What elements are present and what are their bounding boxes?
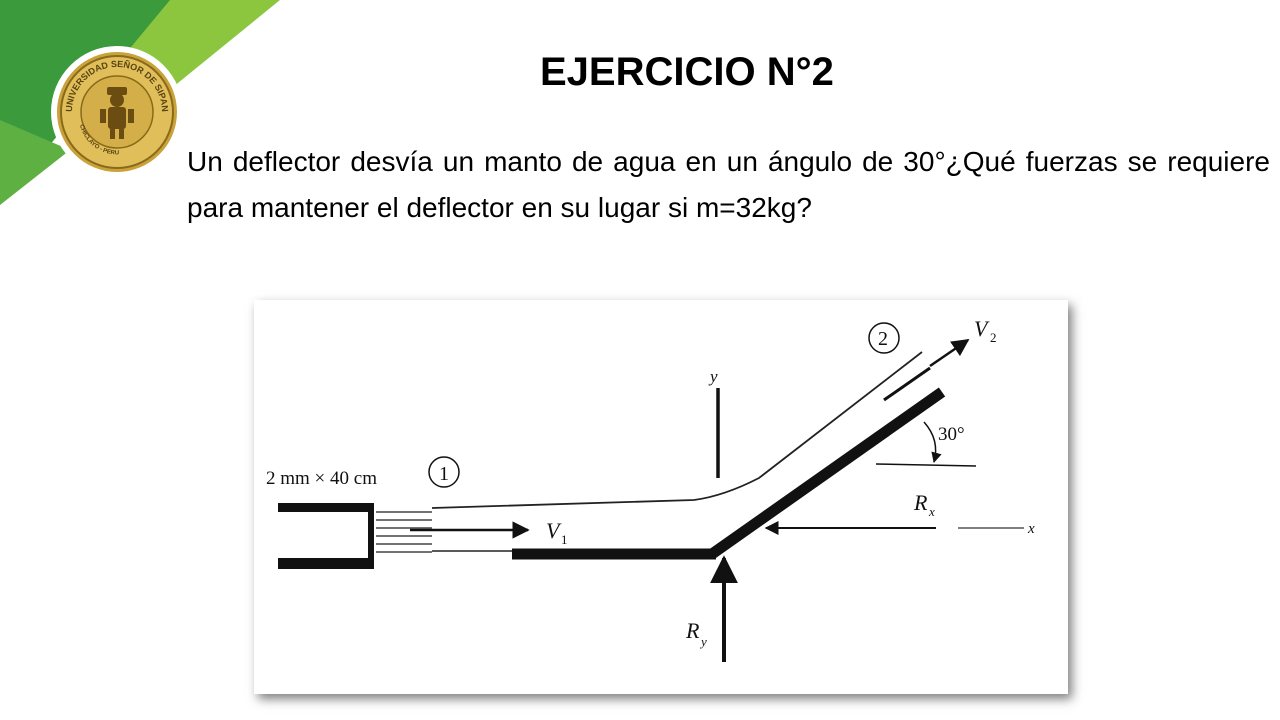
water-jet-exit [376,511,432,553]
velocity-1-label: V [546,518,562,543]
velocity-2-arrow [929,338,970,368]
y-axis-label: y [708,367,718,386]
velocity-1-subscript: 1 [561,532,568,547]
deflector-plate [512,387,946,560]
green-triangle-mid [0,120,70,205]
velocity-2-subscript: 2 [990,330,997,345]
force-ry-subscript: y [699,634,707,649]
angle-reference-line [875,463,977,467]
nozzle [278,503,374,569]
slide-title: EJERCICIO N°2 [540,50,834,94]
university-seal-logo: UNIVERSIDAD SEÑOR DE SIPAN CHICLAYO - PE… [51,46,183,178]
force-rx-subscript: x [928,504,935,519]
section-2-label: 2 [878,328,888,350]
nozzle-dimension-label: 2 mm × 40 cm [266,468,377,489]
exit-section-line [883,366,931,402]
angle-arc [923,421,942,464]
water-sheet-surface [431,351,923,509]
force-ry-label: R [685,618,700,643]
force-rx-label: R [913,490,928,515]
section-1-circle [428,456,460,488]
problem-statement: Un deflector desvía un manto de agua en … [187,146,1270,223]
angle-label: 30° [938,424,965,445]
deflector-diagram: 2 mm × 40 cm 1 2 V 1 V 2 30° R x R y x y [254,300,1068,694]
section-2-circle [868,322,900,354]
velocity-2-label: V [974,316,990,341]
section-1-label: 1 [439,463,449,485]
lord-of-sipan-figure-icon [100,87,134,139]
x-axis-label: x [1027,521,1035,537]
